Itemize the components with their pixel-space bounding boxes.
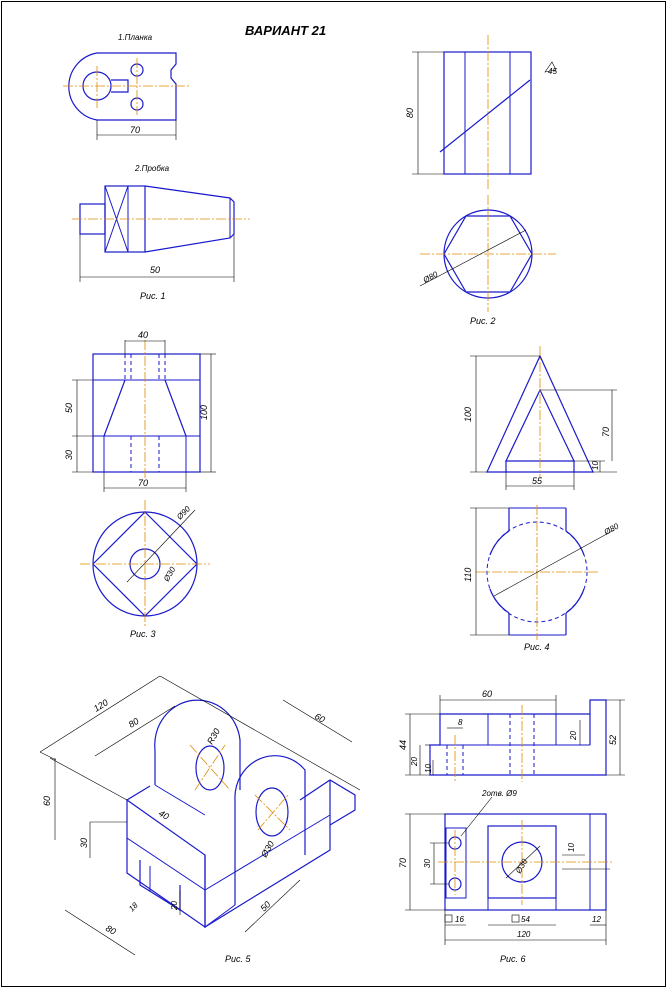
- prism-top-view: Ø80: [419, 195, 556, 312]
- bracket-dim-70: 70: [398, 858, 408, 868]
- plug-view: 50: [72, 185, 250, 282]
- cone-top-dim-110: 110: [463, 568, 473, 582]
- iso-dim-80b: 80: [104, 923, 118, 937]
- cone-front-dim-70: 70: [601, 427, 611, 437]
- iso-dim-20: 20: [170, 901, 179, 911]
- cone-dim-diam-small: Ø30: [161, 565, 177, 584]
- bracket-top-view: 2отв. Ø9 70 30 Ø30 10 16 54 12 12: [398, 789, 612, 945]
- figure-6: 60 8 44 20 10 20 52: [398, 689, 625, 964]
- caption-fig3: Рис. 3: [130, 629, 156, 639]
- bracket-dim-20a: 20: [410, 757, 419, 767]
- bracket-front-view: 60 8 44 20 10 20 52: [398, 689, 625, 782]
- cone-dim-diam-large: Ø90: [174, 504, 192, 522]
- figure-4: 100 70 10 55 Ø80 110: [463, 346, 621, 652]
- bracket-dim-44: 44: [398, 740, 408, 750]
- sheet-title: ВАРИАНТ 21: [245, 23, 326, 38]
- prism-dim-diam: Ø80: [421, 269, 440, 285]
- iso-dim-60a: 60: [313, 711, 327, 725]
- cone-block-top: Ø90 Ø30: [80, 500, 210, 628]
- cone-front-dim-55: 55: [532, 476, 543, 486]
- cone-dim-40: 40: [138, 330, 148, 340]
- bracket-dim-60: 60: [482, 689, 492, 699]
- bracket-dim-10b: 10: [567, 843, 576, 852]
- caption-fig2: Рис. 2: [470, 316, 496, 326]
- bracket-dim-20b: 20: [569, 731, 578, 741]
- caption-fig4: Рис. 4: [524, 642, 550, 652]
- cone-front-dim-10: 10: [591, 461, 600, 470]
- figure-1: 1.Планка 70 2.Пробка: [63, 33, 250, 301]
- plate-dim-70: 70: [130, 125, 140, 135]
- iso-dim-80a: 80: [127, 716, 141, 730]
- bracket-dim-10: 10: [424, 764, 433, 773]
- iso-dim-40: 40: [157, 808, 171, 822]
- cone-front-dim-100: 100: [463, 407, 473, 422]
- cone-dim-70: 70: [138, 478, 148, 488]
- caption-fig5: Рис. 5: [225, 954, 252, 964]
- iso-dim-60b: 60: [42, 796, 52, 806]
- bracket-dim-12: 12: [592, 915, 601, 924]
- cone-dim-50: 50: [64, 403, 74, 413]
- bracket-dim-54: 54: [521, 915, 530, 924]
- figure-2: 80 45 Ø80 Рис. 2: [405, 35, 557, 326]
- bracket-dim-d30: Ø30: [513, 857, 529, 876]
- iso-dim-50: 50: [258, 899, 272, 913]
- prism-front-view: 80 45: [405, 35, 557, 190]
- iso-dim-30: 30: [79, 838, 89, 848]
- plug-label: 2.Пробка: [134, 164, 170, 173]
- bracket-dim-30: 30: [423, 859, 432, 868]
- cone-dim-100: 100: [199, 405, 209, 420]
- figure-3: 40 50 30 100 70 Ø90 Ø30 Рис. 3: [64, 330, 216, 639]
- cone-top-dim-diam: Ø80: [602, 521, 621, 537]
- bracket-dim-8: 8: [458, 718, 463, 727]
- bracket-dim-16: 16: [455, 915, 464, 924]
- plate-label: 1.Планка: [118, 33, 153, 42]
- cone-front-view: 100 70 10 55: [463, 346, 617, 490]
- prism-dim-cap: 45: [548, 67, 557, 76]
- plate-view: 70: [63, 52, 190, 140]
- caption-fig6: Рис. 6: [500, 954, 526, 964]
- plug-dim-50: 50: [150, 265, 160, 275]
- cone-top-view: Ø80 110: [463, 505, 621, 640]
- isometric-part: 120 80 60 60 30 40 R30 Ø30 50 80 18 20: [39, 675, 361, 956]
- figure-5: 120 80 60 60 30 40 R30 Ø30 50 80 18 20 Р…: [39, 675, 361, 964]
- cone-dim-30: 30: [64, 450, 74, 460]
- iso-dim-r30: R30: [205, 727, 222, 746]
- caption-fig1: Рис. 1: [140, 291, 166, 301]
- iso-dim-18: 18: [127, 900, 140, 913]
- bracket-dim-120: 120: [517, 930, 531, 939]
- bracket-dim-52: 52: [608, 735, 618, 745]
- bracket-holes-note: 2отв. Ø9: [481, 789, 517, 798]
- iso-dim-120: 120: [92, 697, 110, 713]
- cone-block-front: 40 50 30 100 70: [64, 330, 216, 492]
- prism-dim-80: 80: [405, 108, 415, 118]
